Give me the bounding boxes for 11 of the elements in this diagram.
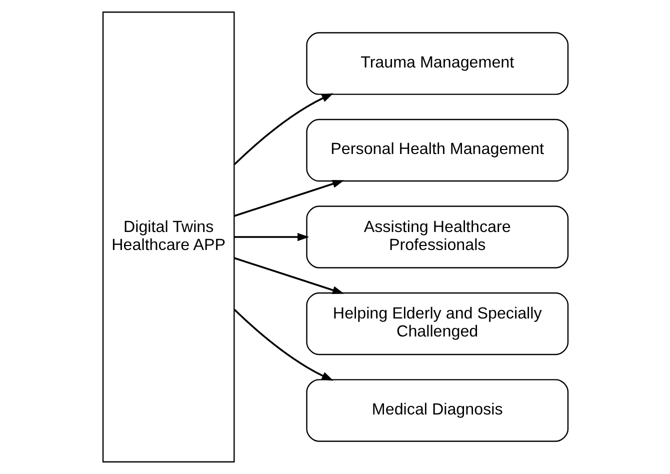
node-box: Helping Elderly and Specially Challenged (306, 292, 568, 356)
node-box: Digital Twins Healthcare APP (102, 12, 234, 462)
arrow (233, 93, 333, 166)
arrow (234, 232, 309, 242)
arrow (233, 180, 344, 217)
arrow (233, 308, 333, 381)
node-box: Assisting Healthcare Professionals (306, 206, 568, 268)
node-box: Medical Diagnosis (306, 379, 568, 442)
arrow (233, 257, 344, 294)
node-box: Personal Health Management (306, 118, 568, 182)
node-box: Trauma Management (306, 32, 568, 95)
